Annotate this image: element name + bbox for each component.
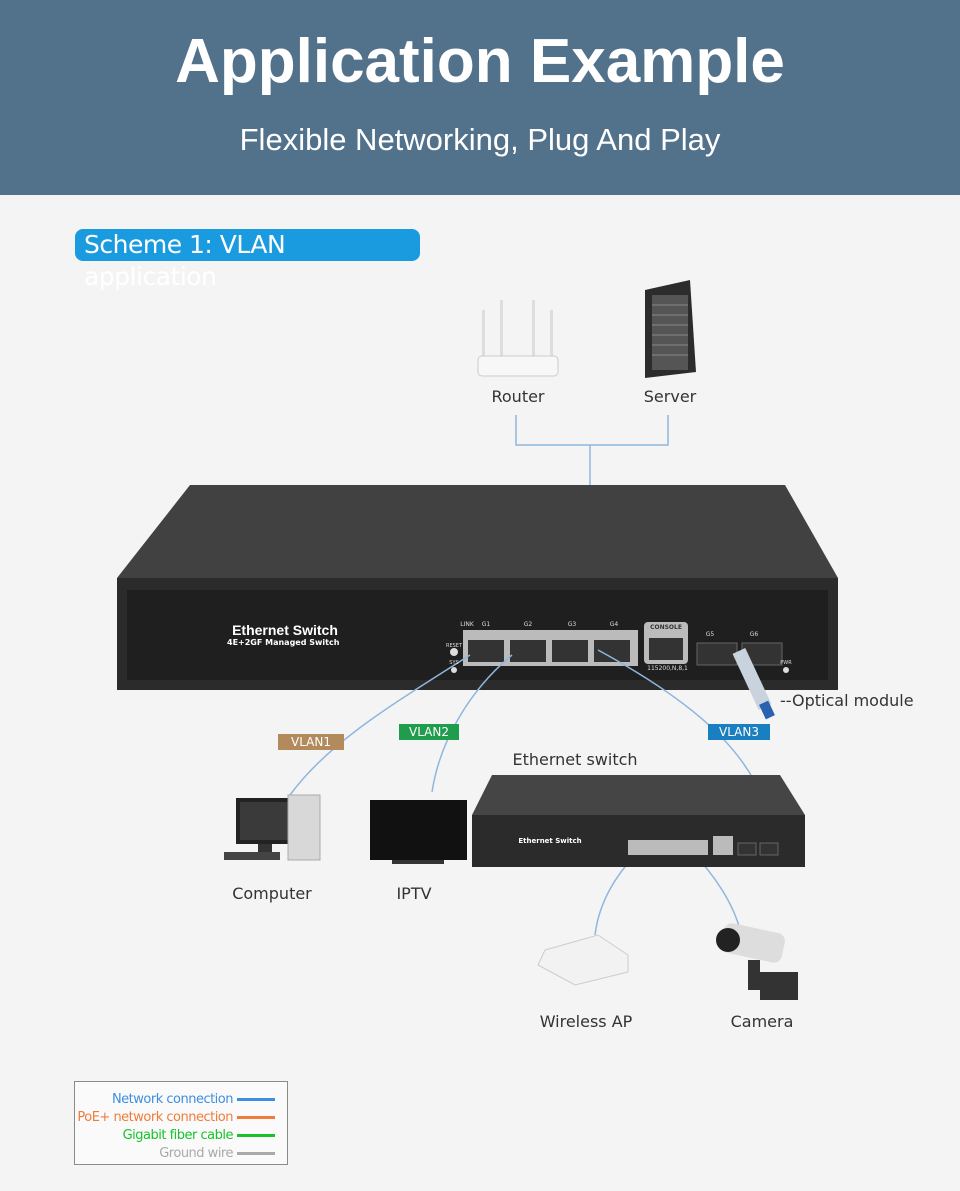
legend-fiber-label: Gigabit fiber cable [122, 1127, 234, 1143]
router-icon [477, 300, 559, 377]
ethernet-switch-label: Ethernet switch [512, 750, 638, 769]
legend-ground-swatch [237, 1151, 275, 1155]
port-g5-label: G5 [705, 631, 715, 638]
port-g6-label: G6 [749, 631, 759, 638]
optical-module-icon [732, 647, 772, 711]
vlan2-tag: VLAN2 [399, 724, 459, 740]
vlan3-tag: VLAN3 [708, 724, 770, 740]
sys-label: SYS [449, 660, 459, 666]
wireless-ap-icon [537, 934, 629, 986]
console-settings: 115200,N,8,1 [647, 665, 688, 672]
reset-label: RESET [445, 643, 463, 649]
port-block [450, 622, 789, 673]
optical-module-label: --Optical module [780, 691, 914, 710]
legend: Network connection PoE+ network connecti… [74, 1081, 288, 1165]
port-g3-label: G3 [567, 621, 577, 628]
link-label: LINK [460, 621, 474, 628]
computer-label: Computer [232, 884, 312, 903]
iptv-label: IPTV [396, 884, 432, 903]
console-label: CONSOLE [650, 624, 682, 631]
page-title: Application Example [175, 27, 785, 96]
server-label: Server [643, 387, 697, 406]
legend-poe: PoE+ network connection [75, 1108, 287, 1126]
legend-ground-label: Ground wire [159, 1145, 233, 1161]
legend-network-label: Network connection [111, 1091, 234, 1107]
legend-fiber-swatch [237, 1133, 275, 1137]
secondary-switch-name: Ethernet Switch [518, 837, 582, 845]
camera-icon [716, 923, 798, 1000]
main-switch [117, 485, 838, 720]
router-label: Router [491, 387, 545, 406]
legend-network-swatch [237, 1097, 275, 1101]
legend-poe-swatch [237, 1115, 275, 1119]
legend-network: Network connection [75, 1090, 287, 1108]
port-g2-label: G2 [523, 621, 533, 628]
vlan1-tag: VLAN1 [278, 734, 344, 750]
switch-model: 4E+2GF Managed Switch [227, 638, 340, 647]
camera-label: Camera [730, 1012, 794, 1031]
computer-icon [224, 794, 321, 861]
switch-name: Ethernet Switch [232, 622, 338, 638]
legend-fiber: Gigabit fiber cable [75, 1126, 287, 1144]
pwr-label: PWR [780, 660, 792, 666]
server-icon [645, 280, 696, 378]
port-g4-label: G4 [609, 621, 619, 628]
wireless-ap-label: Wireless AP [539, 1012, 633, 1031]
header-banner: Application Example Flexible Networking,… [0, 0, 960, 195]
port-g1-label: G1 [481, 621, 491, 628]
page-subtitle: Flexible Networking, Plug And Play [239, 122, 721, 157]
legend-ground: Ground wire [75, 1144, 287, 1162]
legend-poe-label: PoE+ network connection [77, 1109, 233, 1125]
iptv-icon [370, 800, 467, 864]
secondary-switch [472, 775, 805, 867]
scheme-badge: Scheme 1: VLAN application [75, 229, 420, 291]
